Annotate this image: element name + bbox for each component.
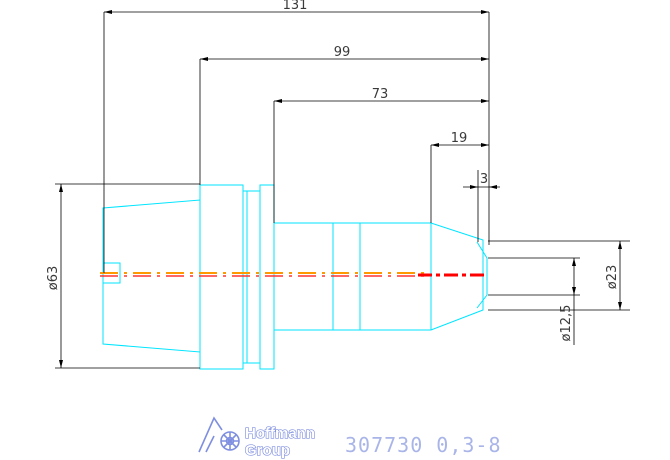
collar-groove-1 (242, 190, 248, 364)
tip (476, 241, 488, 309)
centerline (100, 272, 488, 277)
dim-19: 19 (451, 131, 468, 146)
part-outline (102, 184, 488, 370)
dim-dia-12-5: ø12,5 (559, 305, 574, 342)
part-number: 307730 0,3-8 (345, 433, 502, 457)
dim-131: 131 (283, 0, 308, 13)
hoffmann-logo: Hoffmann Group (198, 416, 316, 460)
dim-73: 73 (372, 87, 389, 102)
dim-99: 99 (334, 45, 351, 60)
dim-dia-63: ø63 (46, 266, 61, 291)
collar-groove-2 (246, 190, 261, 364)
collar-ring (259, 184, 275, 370)
logo-word-2: Group (245, 442, 290, 459)
dim-dia-23: ø23 (605, 265, 620, 290)
dimension-arrows (59, 10, 622, 368)
hoffmann-logo-icon (198, 416, 240, 453)
dim-3: 3 (480, 172, 488, 187)
shank-step (333, 222, 361, 331)
logo-word-1: Hoffmann (245, 425, 315, 442)
collar-body (199, 184, 244, 370)
dimension-lines (55, 11, 630, 369)
